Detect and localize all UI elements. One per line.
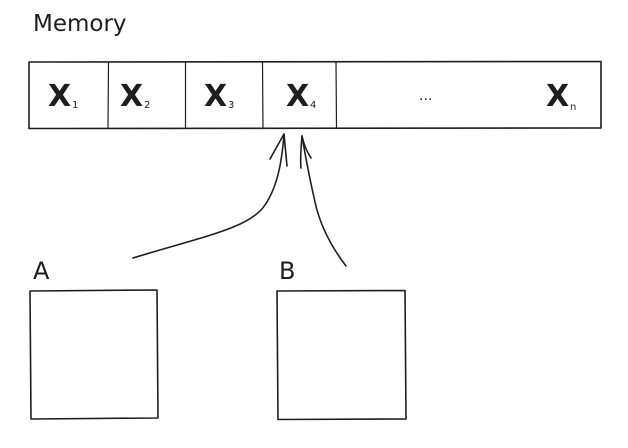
cell-subscript: 1 (72, 100, 78, 111)
cell-subscript: n (570, 102, 576, 113)
memory-cell-x1: X 1 (48, 79, 78, 114)
box-a: A (29, 257, 159, 420)
box-b: B (276, 257, 407, 421)
cell-subscript: 2 (144, 100, 150, 111)
cell-var: X (204, 79, 227, 114)
box-b-square (276, 289, 407, 421)
cell-subscript: 3 (228, 100, 234, 111)
memory-cell-xn: X n (546, 79, 576, 114)
memory-title: Memory (33, 11, 127, 37)
cell-var: X (546, 79, 569, 114)
cell-divider (261, 61, 264, 129)
memory-strip-outline (28, 60, 602, 130)
memory-cell-x4: X 4 (286, 79, 316, 114)
cell-var: X (48, 79, 71, 114)
arrow-b-head-left (299, 135, 303, 169)
memory-ellipsis: ... (419, 88, 432, 104)
arrow-a-head (269, 133, 288, 167)
cell-divider (107, 61, 110, 129)
memory-cell-x3: X 3 (204, 79, 234, 114)
memory-cell-x2: X 2 (120, 79, 150, 114)
arrow-b-to-x4 (299, 135, 347, 267)
arrow-a-shaft (132, 133, 285, 259)
arrow-a-to-x4 (132, 133, 288, 259)
cell-divider (335, 61, 338, 129)
cell-var: X (120, 79, 143, 114)
cell-subscript: 4 (310, 100, 316, 111)
box-a-label: A (33, 257, 50, 285)
arrow-b-shaft (301, 135, 347, 267)
box-b-label: B (279, 257, 295, 285)
box-a-square (29, 289, 159, 420)
memory-strip: X 1 X 2 X 3 X 4 ... X n (28, 60, 602, 130)
cell-var: X (286, 79, 309, 114)
